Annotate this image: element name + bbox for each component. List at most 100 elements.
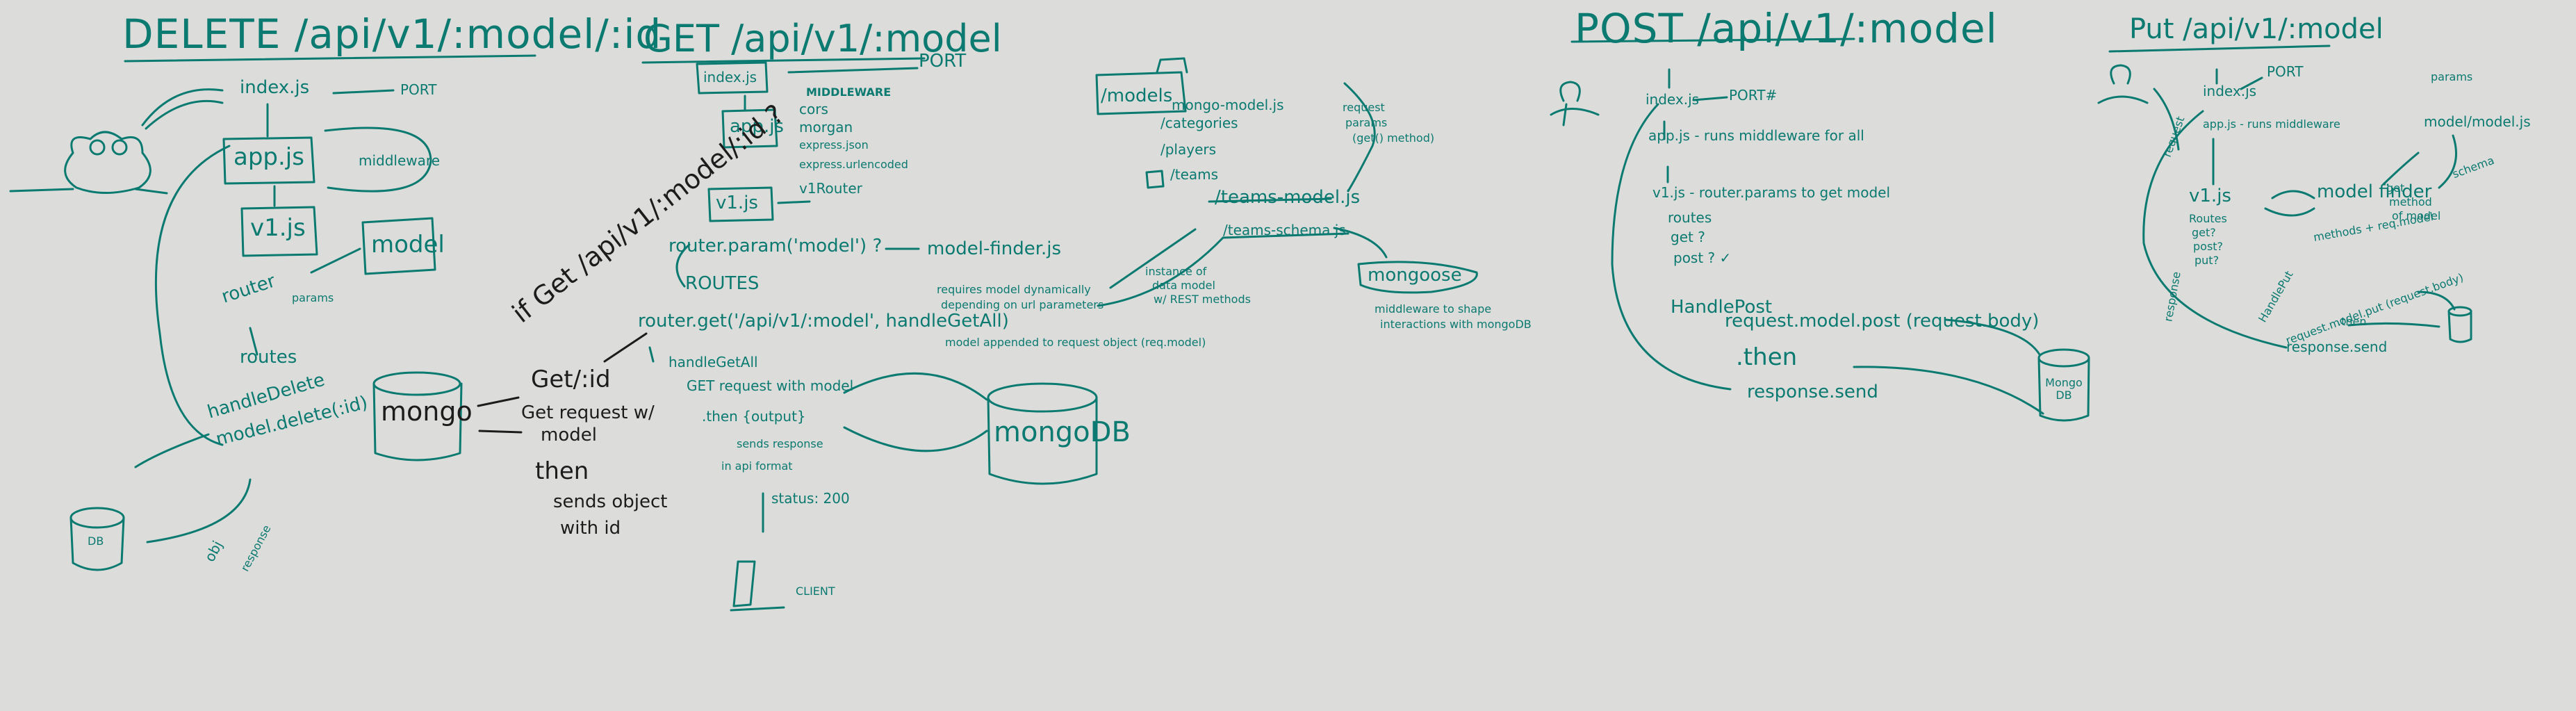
post-db-label: Mongo DB (2045, 376, 2083, 402)
models-teams-underline (1208, 197, 1332, 203)
post-title-underline (1570, 38, 1855, 43)
models-item-2: /categories (1160, 115, 1238, 131)
put-title-underline (2108, 44, 2331, 53)
put-get-note-3: of model (2392, 209, 2441, 222)
post-post-label: post ? ✓ (1673, 250, 1732, 266)
delete-model-label: model (371, 231, 445, 259)
delete-obj-curve (146, 478, 252, 544)
delete-params-label: params (292, 291, 334, 304)
delete-routes-label: routes (240, 347, 297, 368)
get-client-label: CLIENT (796, 585, 835, 598)
get-port-label: PORT (919, 51, 967, 72)
delete-app-label: app.js (233, 143, 304, 171)
put-index-label: index.js (2203, 83, 2257, 99)
put-params-label: params (2431, 70, 2473, 83)
delete-index-label: index.js (240, 77, 310, 98)
get-id-line-1: Get request w/ (521, 402, 655, 423)
put-app-label: app.js - runs middleware (2203, 117, 2340, 131)
models-instance-note-2: data model (1152, 279, 1215, 292)
get-mongo-to-then (843, 426, 988, 452)
models-request-curve (1343, 82, 1376, 193)
frog-outline (64, 131, 151, 194)
put-get-note-2: method (2389, 195, 2432, 209)
post-title: POST /api/v1/:model (1575, 5, 1998, 52)
models-item-3: /players (1160, 141, 1217, 158)
put-finder-label: model finder (2317, 181, 2432, 202)
mongoose-arrow (1333, 227, 1388, 259)
models-folder (1095, 57, 1188, 115)
post-index-label: index.js (1646, 91, 1700, 108)
delete-return-curve (134, 433, 210, 468)
delete-middleware-loop (324, 126, 432, 193)
get-id-heading: Get/:id (531, 366, 611, 393)
get-id-line-2: model (541, 425, 597, 446)
get-title-underline (641, 57, 926, 64)
delete-v1-box (240, 206, 318, 257)
models-arrow-to-router (1109, 228, 1197, 289)
put-modeljs-curve (2438, 134, 2457, 189)
models-teams-schema: /teams-schema.js (1223, 222, 1346, 238)
get-finder-label: model-finder.js (927, 238, 1062, 259)
delete-title: DELETE /api/v1/:model/:id (122, 10, 662, 58)
models-instance-note-3: w/ REST methods (1154, 293, 1251, 306)
get-route-call: router.get('/api/v1/:model', handleGetAl… (638, 311, 1009, 332)
post-v1-label: v1.js - router.params to get model (1652, 184, 1891, 201)
get-index-label: index.js (703, 69, 757, 85)
get-requires-note-2: depending on url parameters (941, 298, 1104, 311)
get-sends-label: sends response (737, 437, 823, 450)
models-schema-underline (1222, 232, 1349, 239)
get-app-box (721, 108, 778, 149)
get-id-with: with id (560, 518, 621, 539)
put-routes-3: post? (2193, 240, 2224, 253)
put-v1-label: v1.js (2189, 186, 2231, 206)
models-mongoose-note-2: interactions with mongoDB (1380, 318, 1532, 331)
get-v1-label: v1.js (716, 193, 758, 213)
get-get-request: GET request with model (687, 377, 854, 394)
get-model-note: model appended to request object (req.mo… (945, 336, 1206, 349)
get-arrow-router-routes (675, 243, 691, 288)
get-arrow-handle-then (648, 346, 655, 363)
models-item-4: /teams (1170, 166, 1219, 183)
get-get-to-mongo (843, 372, 988, 401)
post-person (1550, 81, 1600, 126)
delete-arrow-router-routes (249, 327, 259, 356)
get-requires-note-1: requires model dynamically (937, 283, 1091, 296)
get-title: GET /api/v1/:model (643, 17, 1002, 60)
get-routes-heading: ROUTES (685, 273, 760, 294)
delete-model-box (361, 217, 436, 275)
get-middleware-item-1: cors (799, 101, 828, 117)
get-middleware-item-4: express.urlencoded (799, 158, 908, 171)
put-title: Put /api/v1/:model (2129, 13, 2384, 45)
put-arrow-port (2240, 76, 2263, 90)
delete-middleware-label: middleware (359, 152, 440, 169)
post-to-mongo (1944, 318, 2041, 356)
put-db-to-then (2347, 322, 2440, 328)
get-id-mongo-label: mongo (381, 396, 473, 427)
get-middleware-heading: MIDDLEWARE (806, 85, 892, 99)
get-router-param: router.param('model') ? (668, 236, 883, 256)
delete-title-underline (124, 54, 536, 63)
put-routes-1: Routes (2189, 212, 2227, 225)
get-format-label: in api format (721, 459, 793, 473)
put-get-note-1: get (2386, 181, 2405, 195)
models-folder-label: /models (1101, 85, 1173, 106)
models-instance-note-1: instance of (1145, 265, 1207, 278)
put-routes-4: put? (2194, 254, 2220, 267)
post-request-label: request.model.post (request.body) (1725, 311, 2040, 332)
models-request-note-3: (get() method) (1352, 131, 1435, 145)
put-port-label: PORT (2267, 63, 2304, 80)
get-app-label: app.js (730, 116, 784, 137)
post-mongo-to-then (1853, 366, 2044, 415)
client-laptop (730, 560, 785, 612)
post-routes-label: routes (1668, 209, 1712, 226)
delete-v1-label: v1.js (250, 214, 306, 242)
delete-app-box (222, 136, 315, 185)
get-status-label: status: 200 (771, 490, 850, 507)
put-big-loop (2142, 110, 2288, 349)
delete-port-label: PORT (400, 81, 437, 98)
get-mongodb-label: mongoDB (994, 416, 1131, 448)
post-then-label: .then (1736, 343, 1798, 371)
post-arrow-port (1692, 96, 1728, 101)
frog-to-index (145, 99, 224, 130)
